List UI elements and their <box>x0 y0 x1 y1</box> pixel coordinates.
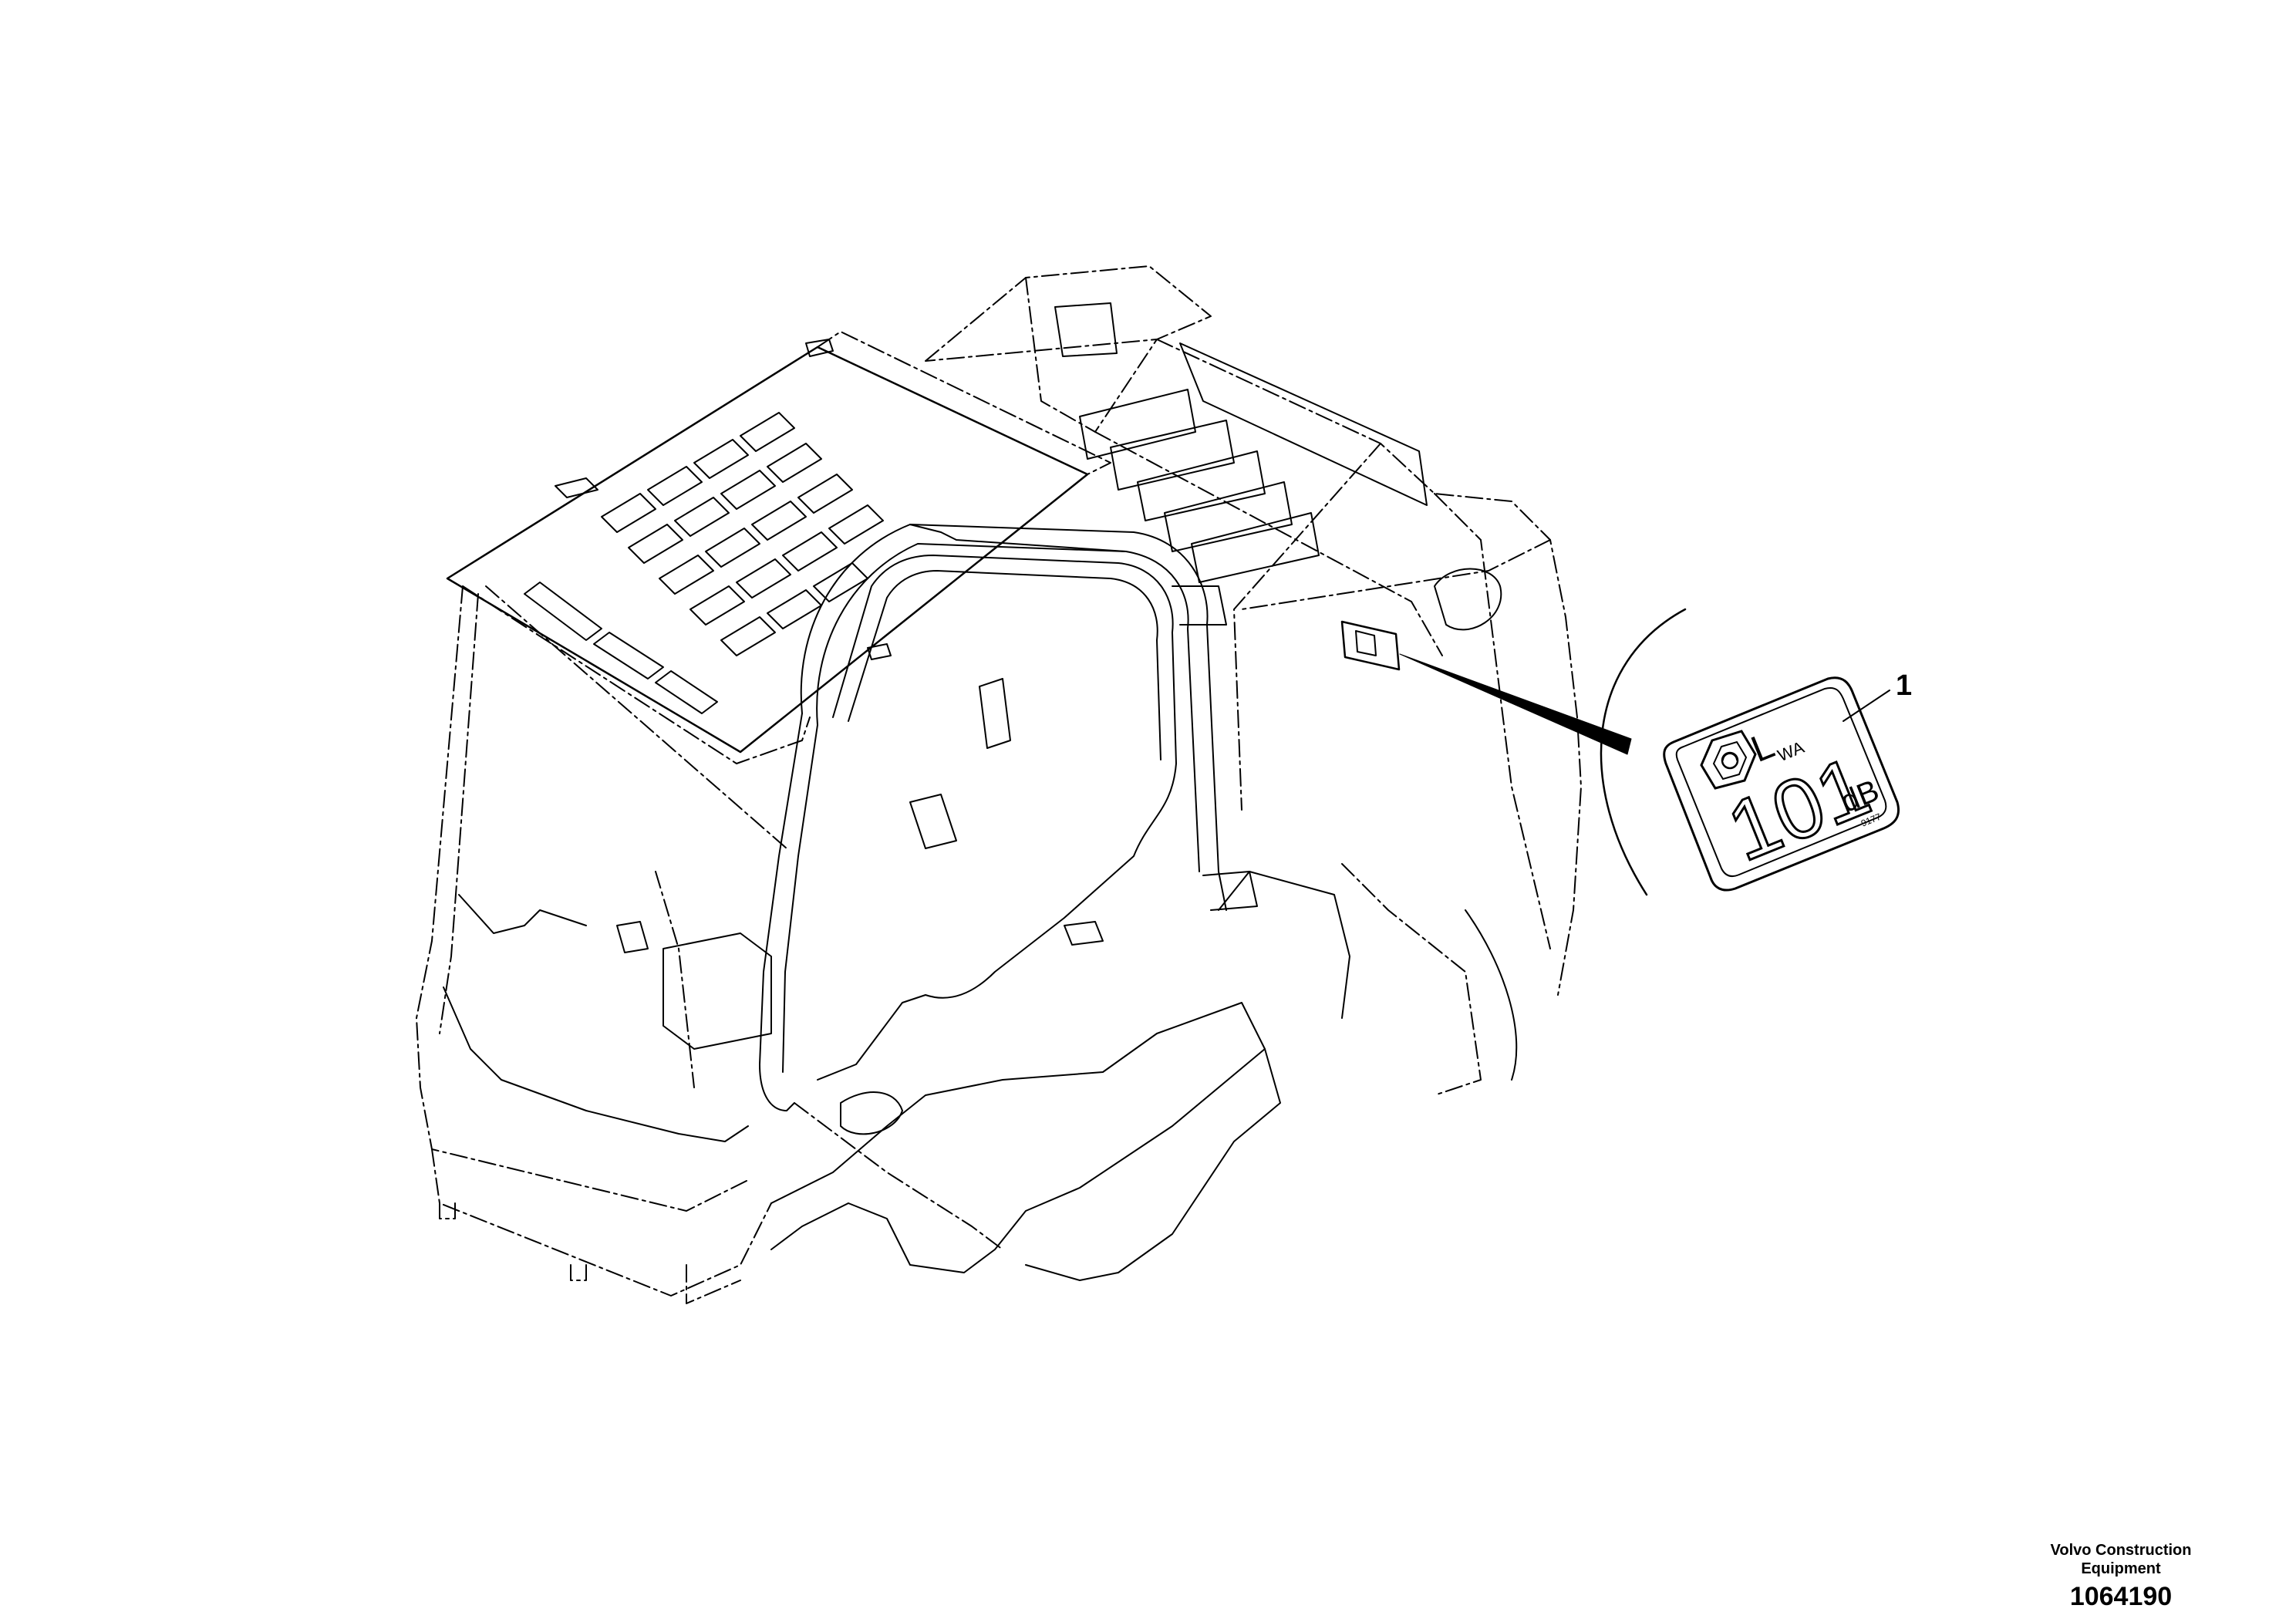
decal-location <box>1340 620 1401 671</box>
leader-wedge <box>1399 653 1632 755</box>
roof-grid <box>524 412 884 714</box>
roof-panel <box>446 331 1111 764</box>
brand-line-1: Volvo Construction <box>2050 1542 2192 1559</box>
ear-protection-icon <box>1700 730 1757 790</box>
cab-lower-body <box>770 871 1350 1281</box>
cab-frame <box>759 524 1258 1111</box>
lower-panel-cutouts <box>439 1202 741 1304</box>
part-number: 1064190 <box>2069 1582 2173 1611</box>
footer: Volvo Construction Equipment 1064190 <box>2005 1541 2237 1612</box>
noise-decal-icon: L WA 101 dB 9177 <box>1663 676 1900 892</box>
callout-number: 1 <box>1896 669 1913 702</box>
detail-circle <box>1600 608 1687 896</box>
cab-interior <box>443 678 1104 1142</box>
rear-body <box>925 265 1582 1096</box>
cab-left-side <box>416 585 1003 1297</box>
brand-line-2: Equipment <box>2081 1560 2161 1577</box>
rear-body-solid <box>1054 302 1518 1081</box>
